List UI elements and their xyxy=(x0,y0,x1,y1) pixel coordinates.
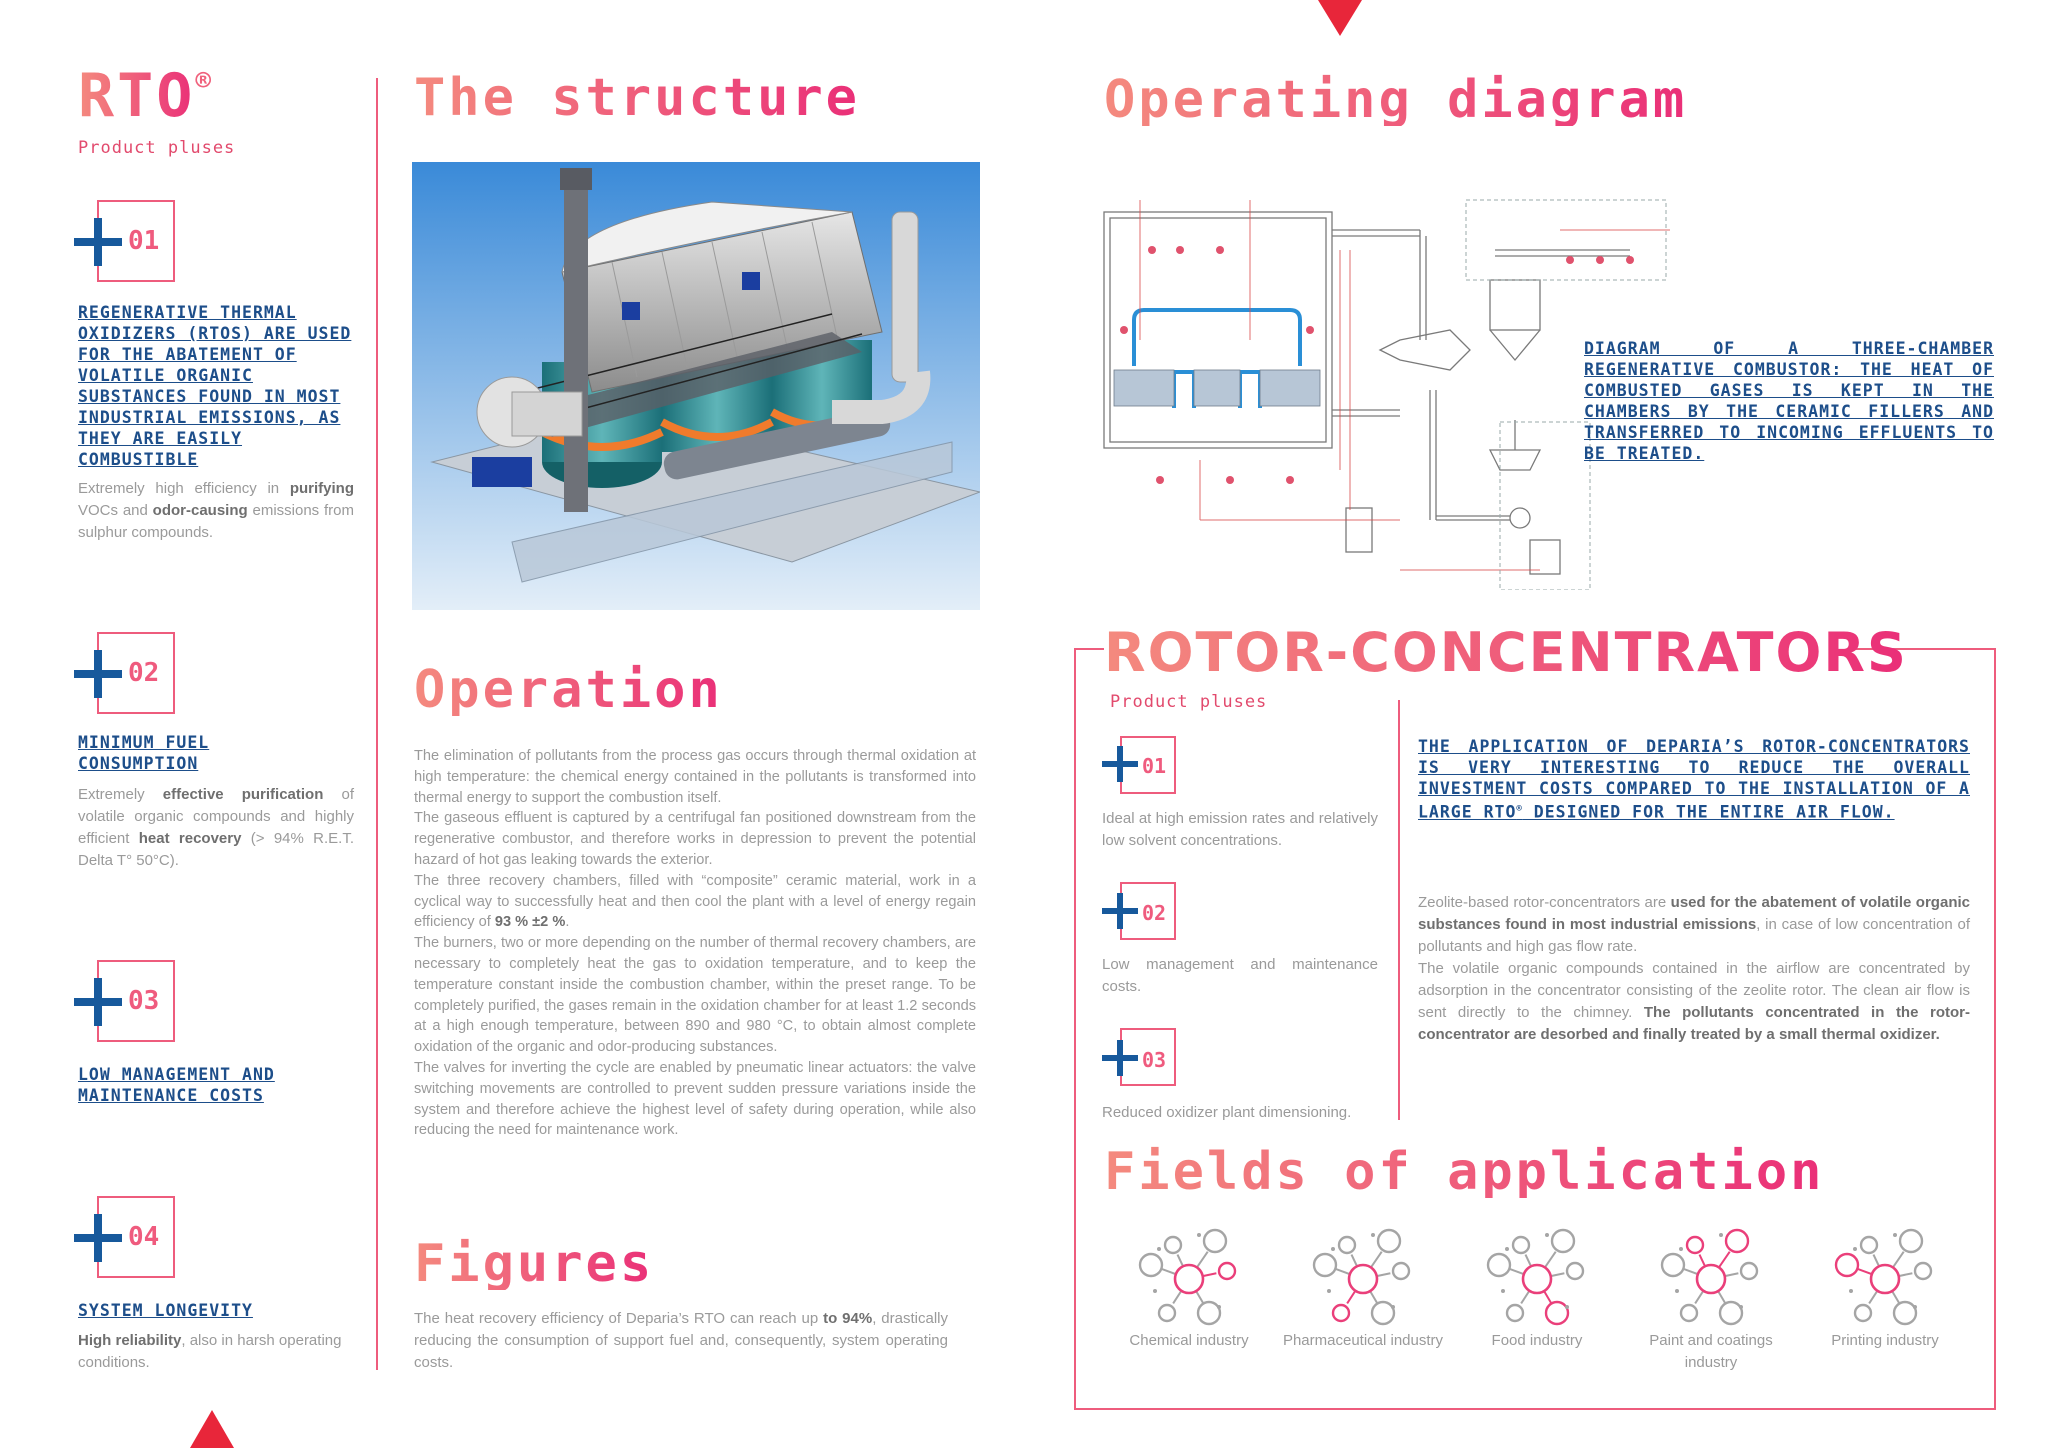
field-label: Chemical industry xyxy=(1129,1332,1249,1349)
rto-title: RTO xyxy=(78,61,196,131)
operation-text: The elimination of pollutants from the p… xyxy=(414,746,976,1141)
plus-icon-vertical xyxy=(1117,893,1123,929)
text-part: emissions from sulphur compounds. xyxy=(78,502,354,541)
rotor-item-text: Reduced oxidizer plant dimensioning. xyxy=(1102,1104,1352,1121)
plus-icon-vertical xyxy=(94,978,102,1026)
text-part: , also in harsh operating conditions. xyxy=(78,1332,342,1371)
operation-paragraph: The burners, two or more depending on th… xyxy=(414,935,976,1056)
field-label: Food industry xyxy=(1491,1332,1583,1349)
text-part: The application of Deparia’s rotor-conce… xyxy=(1418,737,1970,822)
text-part: Extremely xyxy=(78,786,163,803)
text-part: designed for the entire air flow. xyxy=(1522,802,1895,822)
rotor-body: Zeolite-based rotor-concentrators are us… xyxy=(1418,892,1970,1046)
registered-mark: ® xyxy=(1516,804,1523,814)
molecule-icon xyxy=(1486,1228,1585,1326)
plus-icon-vertical xyxy=(94,218,102,266)
text-bold: The pollutants concentrated in the rotor… xyxy=(1418,1004,1970,1043)
operation-paragraph: The three recovery chambers, filled with… xyxy=(414,871,976,933)
left-divider xyxy=(376,78,378,1370)
rotor-frame-top-left xyxy=(1074,648,1104,650)
field-label: Pharmaceutical industry xyxy=(1282,1332,1444,1349)
text-bold: used for the abatement of volatile organ… xyxy=(1418,894,1970,933)
text-part: , drastically reducing the consumption o… xyxy=(414,1310,948,1371)
rotor-frame xyxy=(1074,648,1996,1410)
rotor-intro: The application of Deparia’s rotor-conce… xyxy=(1418,736,1970,823)
rotor-frame-top-right xyxy=(1856,648,1996,650)
rto-item-number: 02 xyxy=(128,658,160,688)
rto-item-number: 03 xyxy=(128,986,160,1016)
rotor-item-text: Ideal at high emission rates and relativ… xyxy=(1102,810,1378,849)
text-bold: to 94% xyxy=(823,1310,873,1327)
plus-icon-vertical xyxy=(1117,1040,1123,1076)
rto-title-block: RTO® xyxy=(78,66,211,126)
bottom-triangle-marker xyxy=(190,1410,234,1448)
rto-item-number: 04 xyxy=(128,1222,160,1252)
molecule-icon xyxy=(1834,1228,1933,1326)
molecule-icon xyxy=(1660,1228,1759,1326)
plus-icon-vertical xyxy=(94,1214,102,1262)
figures-text: The heat recovery efficiency of Deparia’… xyxy=(414,1308,948,1374)
rto-item-heading: System longevity xyxy=(78,1301,253,1320)
operating-diagram-schematic xyxy=(1103,199,1670,590)
rto-subtitle: Product pluses xyxy=(78,138,236,158)
operation-paragraph: The elimination of pollutants from the p… xyxy=(414,748,976,806)
rotor-item-text: Low management and maintenance costs. xyxy=(1102,956,1378,995)
rto-item-text: Extremely high efficiency in purifying V… xyxy=(78,478,354,544)
text-part: The volatile organic compounds contained… xyxy=(1418,960,1970,1021)
rto-item-heading: Regenerative thermal oxidizers (RTOs) ar… xyxy=(78,303,352,469)
operation-paragraph: The gaseous effluent is captured by a ce… xyxy=(414,810,976,868)
rotor-item-number: 03 xyxy=(1142,1048,1167,1072)
figures-title: Figures xyxy=(414,1234,655,1294)
text-part: The three recovery chambers, filled with… xyxy=(414,872,976,931)
text-bold: heat recovery xyxy=(138,830,242,847)
rotor-item-number: 01 xyxy=(1142,754,1167,778)
registered-mark: ® xyxy=(195,66,212,96)
text-part: (> 94% R.E.T. Delta T° 50°C). xyxy=(78,830,355,869)
text-part: , in case of low concentration of pollut… xyxy=(1418,916,1971,955)
rto-3d-render xyxy=(412,162,980,610)
rotor-divider xyxy=(1398,700,1400,1120)
rotor-item-number: 02 xyxy=(1142,901,1167,925)
rto-item-text: High reliability, also in harsh operatin… xyxy=(78,1330,354,1374)
plus-icon-vertical xyxy=(1117,746,1123,782)
rotor-subtitle: Product pluses xyxy=(1110,692,1268,712)
text-bold: High reliability xyxy=(78,1332,182,1349)
text-part: Extremely high efficiency in xyxy=(78,480,290,497)
text-part: Zeolite-based rotor-concentrators are xyxy=(1418,894,1671,911)
rto-item-heading: Minimum fuel consumption xyxy=(78,733,210,773)
diagram-caption: Diagram of a three-chamber regenerative … xyxy=(1584,339,1994,463)
molecule-icon xyxy=(1312,1228,1411,1326)
text-bold: effective purification xyxy=(162,786,324,803)
rto-item-text: Extremely effective purification of vola… xyxy=(78,784,354,872)
text-bold: purifying xyxy=(289,480,354,497)
rto-item-number: 01 xyxy=(128,226,160,256)
diagram-title: Operating diagram xyxy=(1104,70,1688,130)
field-label: Printing industry xyxy=(1831,1332,1939,1349)
text-part: of volatile organic compounds and highly… xyxy=(78,786,354,847)
text-part: . xyxy=(565,914,570,931)
rotor-title: ROTOR-CONCENTRATORS xyxy=(1104,621,1908,684)
plus-icon-vertical xyxy=(94,650,102,698)
text-bold: odor-causing xyxy=(152,502,248,519)
fields-title: Fields of application xyxy=(1104,1142,1825,1202)
text-bold: 93 % ±2 % xyxy=(494,914,566,931)
structure-title: The structure xyxy=(414,68,860,128)
top-triangle-marker xyxy=(1318,0,1362,36)
text-part: VOCs and xyxy=(78,502,153,519)
operation-title: Operation xyxy=(414,660,723,720)
text-part: The heat recovery efficiency of Deparia’… xyxy=(414,1310,824,1327)
field-label: Paint and coatings industry xyxy=(1649,1332,1773,1371)
operation-paragraph: The valves for inverting the cycle are e… xyxy=(414,1059,976,1139)
rto-item-heading: Low management and maintenance costs xyxy=(78,1065,275,1105)
molecule-icon xyxy=(1138,1228,1237,1326)
